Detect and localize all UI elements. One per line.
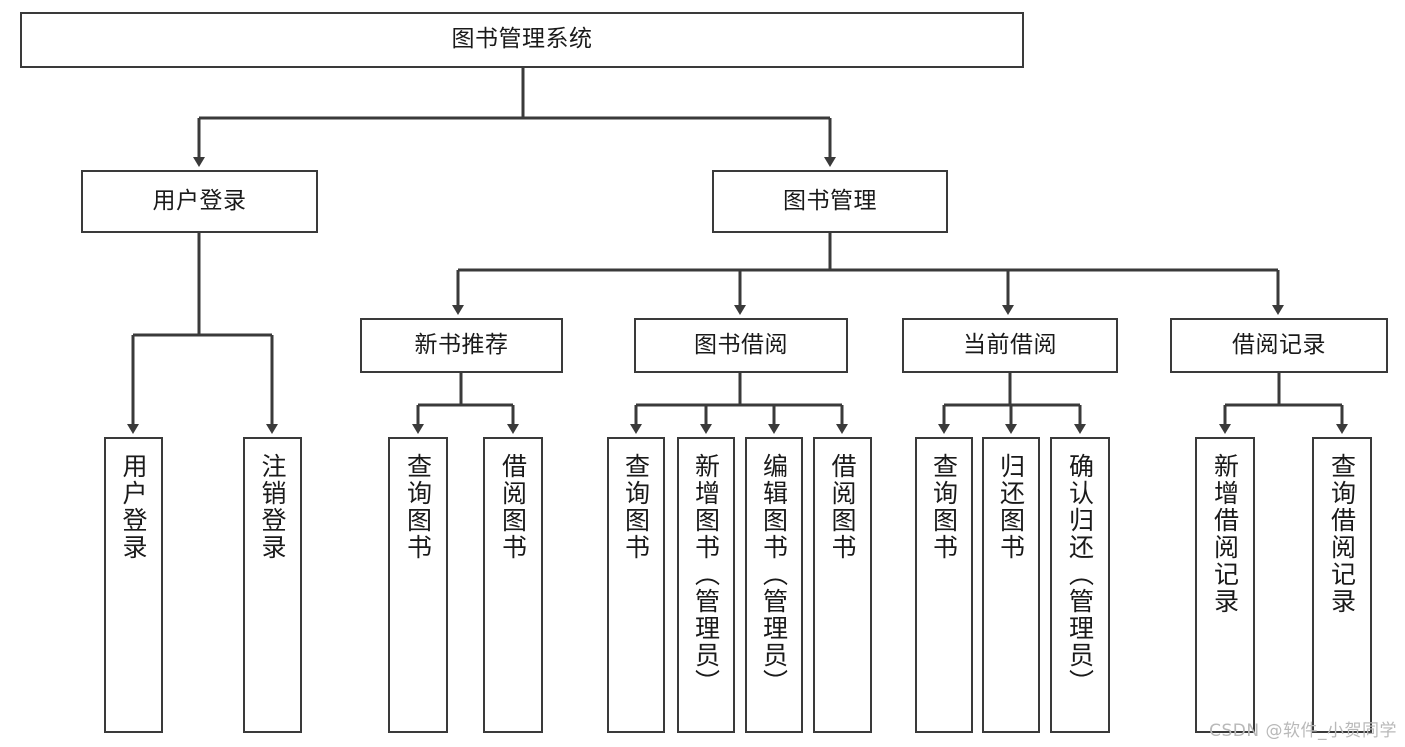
node-label: 新增借阅记录	[1210, 453, 1240, 615]
node-current-borrow[interactable]: 当前借阅	[902, 318, 1118, 373]
leaf-record-add-record[interactable]: 新增借阅记录	[1195, 437, 1255, 733]
node-label: 图书管理系统	[451, 26, 593, 53]
leaf-record-query-record[interactable]: 查询借阅记录	[1312, 437, 1372, 733]
node-label: 用户登录	[119, 453, 148, 561]
node-label: 图书借阅	[694, 331, 788, 358]
leaf-user-login[interactable]: 用户登录	[104, 437, 163, 733]
node-label: 编辑图书（管理员）	[759, 453, 789, 696]
leaf-borrow-query-book[interactable]: 查询图书	[607, 437, 665, 733]
leaf-logout[interactable]: 注销登录	[243, 437, 302, 733]
node-label: 查询借阅记录	[1327, 453, 1357, 615]
leaf-current-return-book[interactable]: 归还图书	[982, 437, 1040, 733]
node-label: 当前借阅	[963, 331, 1057, 358]
node-book-management[interactable]: 图书管理	[712, 170, 948, 233]
leaf-current-confirm-return-admin[interactable]: 确认归还（管理员）	[1050, 437, 1110, 733]
node-label: 查询图书	[929, 453, 959, 561]
node-label: 借阅记录	[1232, 331, 1326, 358]
leaf-current-query-book[interactable]: 查询图书	[915, 437, 973, 733]
node-label: 用户登录	[152, 187, 247, 214]
node-label: 借阅图书	[498, 453, 528, 561]
node-label: 借阅图书	[828, 453, 857, 561]
node-label: 查询图书	[403, 453, 433, 561]
node-label: 图书管理	[783, 187, 877, 214]
node-root-book-management-system[interactable]: 图书管理系统	[20, 12, 1024, 68]
leaf-borrow-borrow-book[interactable]: 借阅图书	[813, 437, 872, 733]
node-label: 查询图书	[621, 453, 651, 561]
node-new-book-recommend[interactable]: 新书推荐	[360, 318, 563, 373]
node-label: 注销登录	[258, 453, 287, 561]
leaf-borrow-add-book-admin[interactable]: 新增图书（管理员）	[677, 437, 735, 733]
node-label: 新增图书（管理员）	[691, 453, 721, 696]
node-book-borrow[interactable]: 图书借阅	[634, 318, 848, 373]
node-label: 新书推荐	[414, 331, 509, 358]
csdn-watermark: CSDN @软件_小贺同学	[1209, 721, 1397, 741]
leaf-new-book-borrow-book[interactable]: 借阅图书	[483, 437, 543, 733]
node-label: 确认归还（管理员）	[1065, 453, 1095, 696]
leaf-borrow-edit-book-admin[interactable]: 编辑图书（管理员）	[745, 437, 803, 733]
node-borrow-record[interactable]: 借阅记录	[1170, 318, 1388, 373]
node-label: 归还图书	[996, 453, 1026, 561]
leaf-new-book-query-book[interactable]: 查询图书	[388, 437, 448, 733]
node-user-login[interactable]: 用户登录	[81, 170, 318, 233]
